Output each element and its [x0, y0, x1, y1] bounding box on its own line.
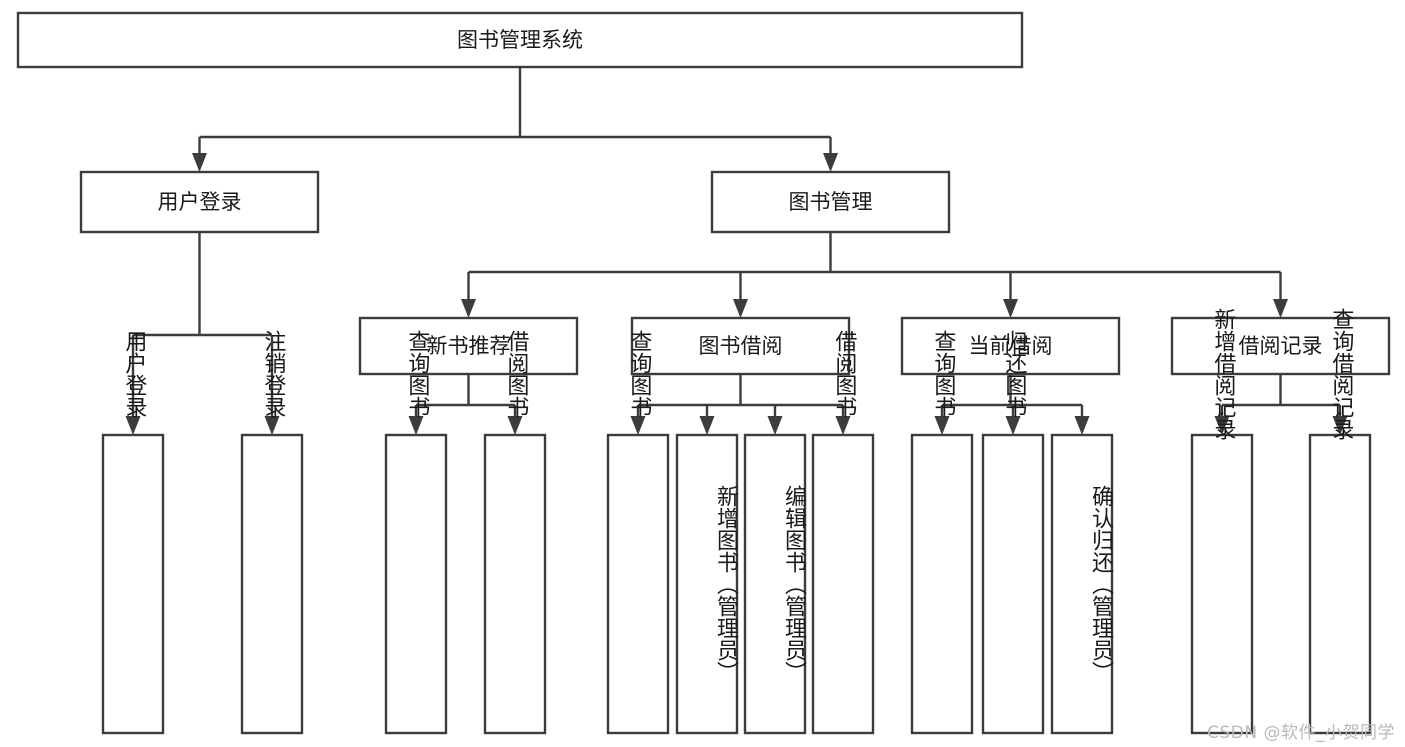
node-label-current-borrow: 当前借阅	[969, 334, 1053, 358]
arrow-head-icon	[699, 416, 715, 435]
node-box-leaf-query-book-current[interactable]	[910, 433, 974, 735]
node-box-leaf-logout[interactable]	[240, 433, 304, 735]
arrow-head-icon	[264, 416, 280, 435]
arrow-head-icon	[125, 416, 141, 435]
node-label-book-management: 图书管理	[789, 190, 873, 214]
node-box-leaf-add-book-admin[interactable]	[675, 433, 739, 735]
arrow-head-icon	[823, 153, 838, 172]
arrow-head-icon	[507, 416, 523, 435]
arrow-head-icon	[192, 153, 207, 172]
csdn-watermark: CSDN @软件_小贺同学	[1207, 723, 1395, 743]
node-box-user-login[interactable]	[79, 170, 320, 234]
node-box-borrow-record[interactable]	[1170, 316, 1391, 376]
arrow-head-icon	[408, 416, 424, 435]
node-box-layer	[16, 11, 1391, 735]
node-box-leaf-edit-book-admin[interactable]	[743, 433, 807, 735]
arrow-head-icon	[835, 416, 851, 435]
node-box-root[interactable]	[16, 11, 1024, 69]
connector-layer	[125, 67, 1348, 435]
node-box-current-borrow[interactable]	[900, 316, 1121, 376]
node-box-book-management[interactable]	[710, 170, 951, 234]
node-label-borrow-record: 借阅记录	[1239, 334, 1323, 358]
node-label-user-login: 用户登录	[158, 190, 242, 214]
arrow-head-icon	[461, 299, 476, 318]
node-box-leaf-add-borrow-record[interactable]	[1190, 433, 1254, 735]
arrow-head-icon	[630, 416, 646, 435]
arrow-head-icon	[1003, 299, 1018, 318]
node-box-leaf-borrow-book-recommend[interactable]	[483, 433, 547, 735]
arrow-head-icon	[1074, 416, 1090, 435]
node-box-new-book-recommend[interactable]	[358, 316, 579, 376]
node-box-leaf-query-book-recommend[interactable]	[384, 433, 448, 735]
node-box-book-borrow[interactable]	[630, 316, 851, 376]
arrow-head-icon	[1214, 416, 1230, 435]
node-box-leaf-return-book[interactable]	[981, 433, 1045, 735]
node-box-leaf-confirm-return-admin[interactable]	[1050, 433, 1114, 735]
node-box-leaf-query-book-borrow[interactable]	[606, 433, 670, 735]
arrow-head-icon	[1332, 416, 1348, 435]
arrow-head-icon	[934, 416, 950, 435]
arrow-head-icon	[767, 416, 783, 435]
node-box-leaf-query-borrow-record[interactable]	[1308, 433, 1372, 735]
node-label-book-borrow: 图书借阅	[699, 334, 783, 358]
node-box-leaf-user-login[interactable]	[101, 433, 165, 735]
arrow-head-icon	[1005, 416, 1021, 435]
arrow-head-icon	[1273, 299, 1288, 318]
arrow-head-icon	[733, 299, 748, 318]
node-label-new-book-recommend: 新书推荐	[427, 334, 511, 358]
node-box-leaf-borrow-book[interactable]	[811, 433, 875, 735]
node-label-root: 图书管理系统	[457, 28, 583, 52]
